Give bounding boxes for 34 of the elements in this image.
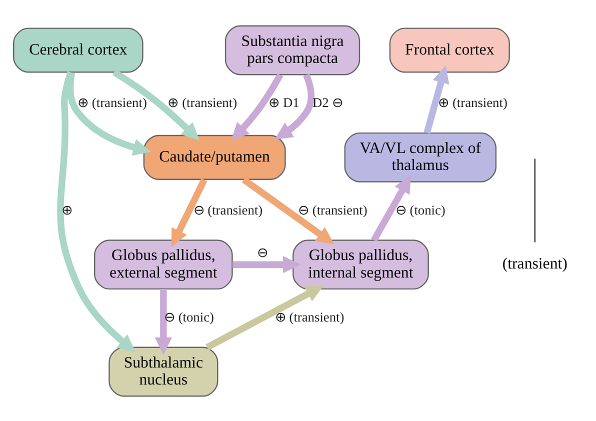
arrow [112,68,200,140]
node-box: VA/VL complex of thalamus [344,132,497,182]
edge-label: ⊖ (tonic) [395,202,446,217]
edge-label: ⊕ D1 [268,94,300,110]
node-box: Globus pallidus, internal segment [292,239,429,290]
arrow [274,73,315,140]
edge-label: ⊕ (transient) [438,94,508,110]
arrow [67,72,152,156]
arrow [154,288,172,355]
node-box: Cerebral cortex [13,27,144,72]
node-box: Caudate/putamen [143,134,286,180]
arrow [424,64,450,134]
edge-label: ⊖ (transient) [298,202,368,217]
edge-label: ⊖ [257,244,268,260]
node-box: Subthalamic nucleus [108,346,218,396]
node-box: Substantia nigra pars compacta [224,24,360,75]
node-text: (transient) [502,255,568,272]
edge-label: ⊕ (transient) [78,94,147,110]
arrow [206,284,324,350]
edge-label: ⊕ (transient) [168,94,238,110]
arrow [371,174,411,242]
edge-label: ⊕ [62,202,73,217]
arrow [57,70,136,352]
edge-label: ⊕ (transient) [274,309,344,324]
edge-label: ⊖ (tonic) [164,309,214,324]
node-box: Frontal cortex [389,27,510,72]
node-box: Globus pallidus, external segment [94,239,233,290]
arrow [242,176,334,244]
arrow [231,72,284,140]
arrow [232,256,301,273]
arrow [171,178,208,246]
edge-label: D2 ⊖ [312,94,344,110]
connector [534,158,536,242]
edge-label: ⊖ (transient) [193,202,263,217]
